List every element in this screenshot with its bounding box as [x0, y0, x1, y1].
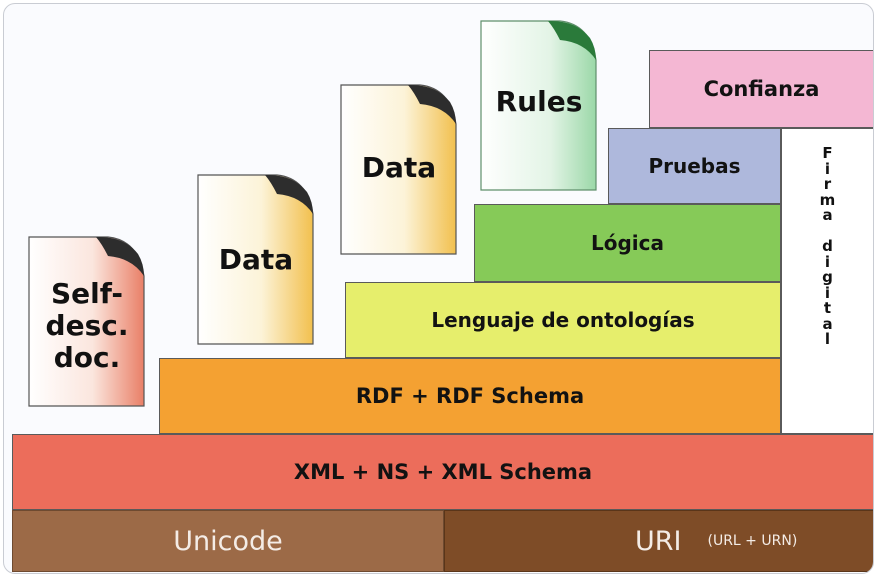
proof-layer: Pruebas [608, 128, 781, 204]
xml-label: XML + NS + XML Schema [293, 460, 593, 484]
rules-label: Rules [495, 85, 583, 118]
uri-note: (URL + URN) [707, 533, 798, 549]
signature-letter: a [822, 206, 833, 224]
self-desc-line-1: Self- [50, 277, 124, 310]
data-doc-icon-2: Data [340, 84, 458, 256]
signature-letter: i [824, 159, 831, 178]
signature-letter: i [824, 283, 831, 302]
logic-layer: Lógica [474, 204, 781, 282]
signature-letter: a [822, 314, 833, 333]
signature-letter: t [823, 299, 832, 317]
signature-letter: l [824, 330, 831, 348]
rdf-layer: RDF + RDF Schema [159, 358, 781, 434]
signature-letter: r [823, 175, 832, 193]
data-doc-icon-1: Data [197, 174, 315, 346]
trust-label: Confianza [703, 77, 820, 101]
proof-label: Pruebas [648, 154, 741, 178]
signature-letter: d [822, 237, 833, 255]
data-label-1: Data [218, 243, 294, 276]
ontology-layer: Lenguaje de ontologías [345, 282, 781, 358]
uri-label: URI [635, 525, 682, 557]
rules-doc-icon: Rules [480, 20, 598, 192]
self-desc-doc-icon: Self- desc. doc. [28, 236, 146, 408]
unicode-layer: Unicode [12, 510, 444, 572]
signature-letter: i [824, 252, 831, 271]
signature-letter: g [822, 268, 833, 286]
signature-letter: F [822, 144, 833, 162]
rdf-label: RDF + RDF Schema [355, 384, 585, 408]
semantic-web-stack-diagram: Unicode URI (URL + URN) XML + NS + XML S… [3, 3, 874, 574]
self-desc-line-2: desc. [45, 309, 129, 343]
uri-layer: URI (URL + URN) [444, 510, 873, 572]
data-label-2: Data [361, 151, 437, 184]
ontology-label: Lenguaje de ontologías [431, 308, 695, 332]
unicode-label: Unicode [173, 525, 283, 557]
self-desc-line-3: doc. [53, 341, 121, 375]
logic-label: Lógica [590, 231, 664, 255]
trust-layer: Confianza [649, 50, 873, 128]
signature-letter: m [819, 190, 836, 209]
xml-layer: XML + NS + XML Schema [12, 434, 873, 510]
